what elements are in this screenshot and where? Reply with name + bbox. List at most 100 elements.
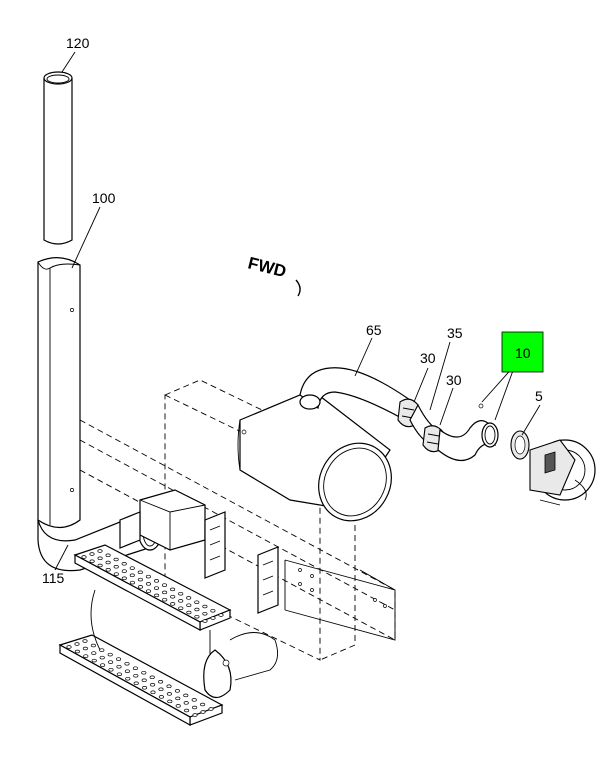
tread-hole [175, 704, 181, 708]
tread-hole [137, 585, 144, 589]
fwd-label: FWD [246, 253, 288, 281]
tread-hole [91, 658, 97, 663]
tread-hole [200, 710, 206, 714]
tread-hole [116, 672, 122, 676]
callout-10-highlight [501, 331, 544, 373]
callout-100: 100 [92, 190, 116, 206]
tread-hole [107, 652, 113, 657]
tread-hole [202, 619, 208, 623]
tread-hole [167, 699, 173, 704]
tread-hole [137, 570, 143, 575]
tread-hole [125, 676, 131, 681]
tread-hole [89, 559, 95, 564]
callout-115: 115 [42, 570, 65, 586]
tread-hole [99, 648, 105, 652]
tread-hole [121, 562, 127, 566]
tread-hole [124, 661, 130, 666]
tread-hole [145, 574, 151, 579]
tread-hole [208, 707, 214, 711]
tread-hole [121, 569, 127, 573]
tread-hole [121, 576, 127, 581]
tread-hole [183, 693, 189, 698]
tread-hole [202, 604, 208, 609]
tread-hole [150, 690, 156, 695]
tread-hole [129, 580, 135, 585]
tread-hole [186, 610, 192, 615]
tread-hole [74, 642, 80, 646]
tread-hole [129, 573, 135, 578]
tread-hole [82, 646, 88, 651]
tread-hole [178, 599, 184, 603]
tread-hole [82, 639, 88, 643]
tread-hole [105, 553, 111, 558]
tread-hole [142, 686, 148, 690]
tread-hole [150, 683, 156, 687]
tread-hole [66, 645, 72, 649]
tread-hole [105, 560, 111, 565]
callout-30-upper: 30 [420, 350, 436, 366]
step-upper-treads [81, 549, 224, 623]
tread-hole [137, 577, 143, 582]
tread-hole [183, 701, 189, 705]
callout-10: 10 [515, 345, 531, 361]
tread-hole [113, 572, 119, 576]
callout-65: 65 [366, 322, 382, 338]
turbocharger [529, 439, 596, 506]
callout-35: 35 [447, 325, 463, 341]
mounting-bracket [119, 489, 206, 551]
tread-hole [132, 666, 138, 670]
tread-hole [97, 563, 103, 568]
tread-hole [210, 616, 216, 620]
tread-hole [83, 654, 89, 658]
muffler-body [237, 389, 392, 522]
tread-hole [129, 566, 135, 570]
step-lower-treads [66, 639, 214, 717]
tread-hole [166, 684, 172, 689]
tread-hole [192, 705, 198, 710]
tread-hole [170, 587, 176, 592]
tread-hole [141, 670, 147, 675]
tread-hole [153, 586, 160, 590]
tread-hole [108, 660, 114, 664]
tread-hole [170, 594, 176, 599]
tread-hole [191, 698, 197, 702]
step-tanks [90, 589, 279, 699]
tread-hole [178, 591, 184, 596]
tread-hole [174, 689, 180, 693]
tread-hole [218, 613, 224, 617]
tread-hole [133, 673, 139, 678]
tread-hole [162, 597, 168, 602]
tread-hole [194, 614, 200, 619]
tread-hole [74, 649, 80, 654]
tread-hole [158, 680, 164, 684]
step-upper [73, 544, 232, 632]
tread-hole [145, 589, 152, 593]
tread-hole [186, 596, 192, 600]
tread-hole [89, 552, 95, 556]
tread-hole [81, 555, 87, 559]
tread-hole [194, 600, 200, 604]
tread-hole [194, 607, 200, 612]
tread-hole [178, 606, 184, 610]
tread-hole [108, 667, 114, 672]
tread-hole [116, 664, 122, 669]
tread-hole [91, 651, 97, 655]
tread-hole [161, 583, 168, 587]
tread-hole [210, 608, 216, 613]
leader-lines [54, 51, 541, 571]
callout-120: 120 [66, 35, 90, 51]
tread-hole [166, 692, 172, 696]
tread-hole [97, 556, 103, 561]
tread-hole [116, 657, 122, 661]
tread-hole [97, 549, 103, 553]
tread-hole [158, 695, 164, 699]
tread-hole [153, 579, 160, 583]
tread-hole [186, 603, 192, 607]
tread-hole [100, 663, 106, 667]
tread-hole [145, 582, 152, 586]
tread-hole [124, 669, 130, 673]
tread-hole [170, 602, 176, 606]
callout-30-lower: 30 [446, 372, 462, 388]
tread-hole [113, 557, 119, 562]
tread-hole [141, 678, 147, 683]
